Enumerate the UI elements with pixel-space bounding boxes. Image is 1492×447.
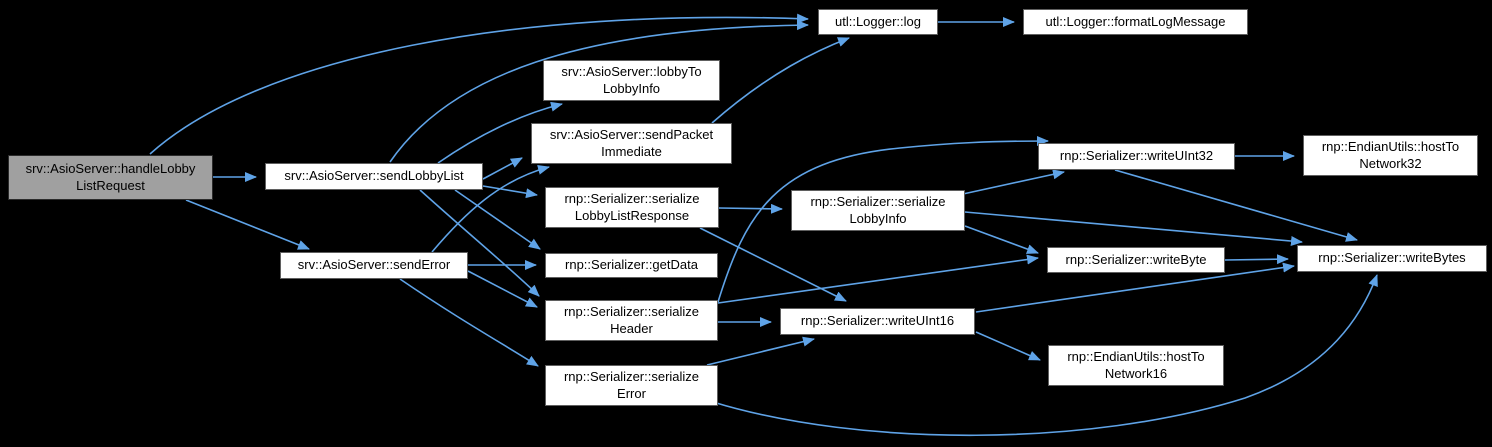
- node-writeBytes[interactable]: rnp::Serializer::writeBytes: [1297, 245, 1487, 272]
- node-serializeError[interactable]: rnp::Serializer::serialize Error: [545, 365, 718, 406]
- node-getData[interactable]: rnp::Serializer::getData: [545, 253, 718, 278]
- edge-sendLobbyList-serializeLobbyListResponse: [482, 185, 538, 199]
- edge-serializeLobbyInfo-writeByte: [964, 225, 1039, 254]
- edge-serializeLobbyInfo-writeBytes: [964, 211, 1303, 247]
- node-sendLobbyList[interactable]: srv::AsioServer::sendLobbyList: [265, 163, 483, 190]
- node-sendPacketImmediate[interactable]: srv::AsioServer::sendPacket Immediate: [531, 123, 732, 164]
- edge-sendLobbyList-log: [389, 20, 809, 163]
- edge-handleLobbyListRequest-log: [149, 13, 809, 155]
- node-handleLobbyListRequest: srv::AsioServer::handleLobby ListRequest: [8, 155, 213, 200]
- edge-handleLobbyListRequest-sendError: [185, 199, 310, 250]
- edge-writeUInt32-writeBytes: [1114, 169, 1358, 242]
- edge-sendError-serializeError: [399, 278, 539, 367]
- edge-serializeError-writeBytes: [712, 274, 1378, 437]
- node-log[interactable]: utl::Logger::log: [818, 9, 938, 35]
- node-hostToNetwork32[interactable]: rnp::EndianUtils::hostTo Network32: [1303, 135, 1478, 176]
- edge-writeUInt16-writeBytes: [975, 262, 1295, 313]
- node-serializeHeader[interactable]: rnp::Serializer::serialize Header: [545, 300, 718, 341]
- node-writeByte[interactable]: rnp::Serializer::writeByte: [1047, 247, 1225, 273]
- node-serializeLobbyListResponse[interactable]: rnp::Serializer::serialize LobbyListResp…: [545, 187, 719, 228]
- edge-sendLobbyList-serializeHeader: [419, 189, 540, 297]
- edge-serializeLobbyInfo-writeUInt32: [962, 169, 1065, 195]
- node-hostToNetwork16[interactable]: rnp::EndianUtils::hostTo Network16: [1048, 345, 1224, 386]
- node-sendError[interactable]: srv::AsioServer::sendError: [280, 252, 468, 279]
- edge-serializeHeader-writeUInt32: [717, 136, 1049, 303]
- edge-sendLobbyList-lobbyToLobbyInfo: [437, 101, 563, 164]
- edge-sendError-sendPacketImmediate: [431, 164, 550, 253]
- edge-sendLobbyList-sendPacketImmediate: [482, 157, 523, 180]
- edge-writeByte-writeBytes: [1224, 254, 1289, 265]
- edge-serializeLobbyListResponse-serializeLobbyInfo: [718, 203, 783, 214]
- node-formatLogMessage[interactable]: utl::Logger::formatLogMessage: [1023, 9, 1248, 35]
- edge-serializeError-writeUInt16: [706, 336, 815, 366]
- node-writeUInt32[interactable]: rnp::Serializer::writeUInt32: [1038, 143, 1235, 170]
- edge-sendPacketImmediate-log: [711, 37, 850, 124]
- edge-writeUInt16-hostToNetwork16: [975, 331, 1041, 361]
- node-lobbyToLobbyInfo[interactable]: srv::AsioServer::lobbyTo LobbyInfo: [543, 60, 720, 101]
- edge-sendError-serializeHeader: [467, 270, 538, 308]
- edge-sendLobbyList-getData: [454, 189, 541, 250]
- node-serializeLobbyInfo[interactable]: rnp::Serializer::serialize LobbyInfo: [791, 190, 965, 231]
- edge-serializeHeader-writeByte: [717, 254, 1039, 304]
- node-writeUInt16[interactable]: rnp::Serializer::writeUInt16: [780, 308, 975, 335]
